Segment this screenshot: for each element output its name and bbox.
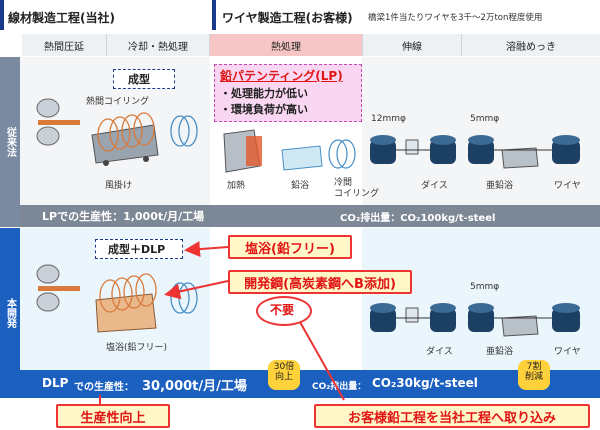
heat-label-cold-coiling: 冷間 コイリング bbox=[334, 178, 380, 199]
salt-bath-label: 塩浴(鉛フリー) bbox=[106, 343, 168, 353]
lp-box-line2: ・環境負荷が高い bbox=[220, 103, 308, 116]
drawing-size-label: 12mmφ bbox=[371, 114, 406, 124]
development-band-label: 本開発 bbox=[0, 228, 20, 398]
plating-bath-icon bbox=[468, 135, 580, 169]
not-needed-label: 不要 bbox=[270, 303, 295, 317]
not-needed-oval bbox=[256, 296, 312, 326]
header-right-note: 橋梁1件当たりワイヤを3千～2万ton程度使用 bbox=[368, 13, 543, 23]
dev-drawing-die-label: ダイス bbox=[426, 347, 453, 357]
development-productivity-bar bbox=[20, 370, 600, 398]
badge-co2: 7割 削減 bbox=[518, 360, 550, 390]
process-box-forming-dlp bbox=[95, 239, 183, 259]
dev-productivity-prefix: DLP bbox=[42, 376, 69, 390]
dev-co2-value: CO₂30kg/t-steel bbox=[372, 376, 478, 390]
dev-plating-label-wire: ワイヤ bbox=[554, 347, 581, 357]
dev-drawing-dies-icon bbox=[370, 303, 456, 332]
callout-new-steel: 開発鋼(高炭素鋼へB添加) bbox=[228, 270, 412, 294]
header-right-title: ワイヤ製造工程(お客様) bbox=[222, 11, 353, 25]
plating-label-zinc: 亜鉛浴 bbox=[486, 181, 514, 191]
heat-label-lead-bath: 鉛浴 bbox=[291, 181, 310, 191]
process-box-forming-dlp-label: 成型＋DLP bbox=[108, 243, 166, 256]
heat-label-heating: 加熱 bbox=[227, 181, 246, 191]
callout-productivity: 生産性向上 bbox=[56, 404, 170, 428]
lp-box bbox=[214, 64, 362, 122]
conventional-productivity-bar bbox=[20, 205, 600, 227]
lp-box-title: 鉛パテンティング(LP) bbox=[220, 69, 343, 83]
callout-salt-bath: 塩浴(鉛フリー) bbox=[228, 235, 352, 259]
hot-coiling-label: 熱間コイリング bbox=[86, 97, 150, 107]
process-box-forming bbox=[113, 69, 175, 89]
heating-furnace-icon bbox=[223, 129, 356, 173]
callout-integration: お客様鉛工程を当社工程へ取り込み bbox=[314, 404, 590, 428]
col-heat-treatment: 熱処理 bbox=[210, 34, 363, 56]
header-left-title: 線材製造工程(当社) bbox=[8, 11, 115, 25]
col-drawing: 伸線 bbox=[363, 34, 462, 56]
coil-conveyor-icon bbox=[91, 112, 198, 166]
dev-plating-label-zinc: 亜鉛浴 bbox=[486, 347, 514, 357]
header-right bbox=[212, 0, 600, 30]
conventional-co2: CO₂排出量：CO₂100kg/t-steel bbox=[340, 213, 496, 224]
badge-productivity: 30倍 向上 bbox=[268, 360, 300, 390]
header-left bbox=[0, 0, 214, 30]
process-box-forming-label: 成型 bbox=[128, 73, 150, 86]
dev-rollers-icon bbox=[36, 264, 80, 312]
col-cooling: 冷却・熱処理 bbox=[107, 34, 210, 56]
dev-co2-prefix: CO₂排出量： bbox=[312, 382, 367, 392]
fan-label: 風掛け bbox=[105, 181, 133, 191]
dev-productivity-mid: での生産性： bbox=[74, 382, 134, 393]
lp-box-line1: ・処理能力が低い bbox=[220, 87, 308, 100]
dev-productivity-value: 30,000t/月/工場 bbox=[142, 379, 247, 394]
plating-size-label: 5mmφ bbox=[470, 114, 500, 124]
conventional-band-label: 従来法 bbox=[0, 57, 20, 227]
rollers-icon bbox=[36, 98, 80, 146]
dev-plating-size-label: 5mmφ bbox=[470, 282, 500, 292]
drawing-dies-icon bbox=[370, 135, 456, 164]
dev-plating-bath-icon bbox=[468, 303, 580, 337]
drawing-die-label: ダイス bbox=[421, 181, 448, 191]
col-hot-rolling: 熱間圧延 bbox=[22, 34, 107, 56]
col-plating: 溶融めっき bbox=[462, 34, 600, 56]
plating-label-wire: ワイヤ bbox=[554, 181, 581, 191]
conventional-productivity: LPでの生産性：1,000t/月/工場 bbox=[42, 210, 205, 223]
